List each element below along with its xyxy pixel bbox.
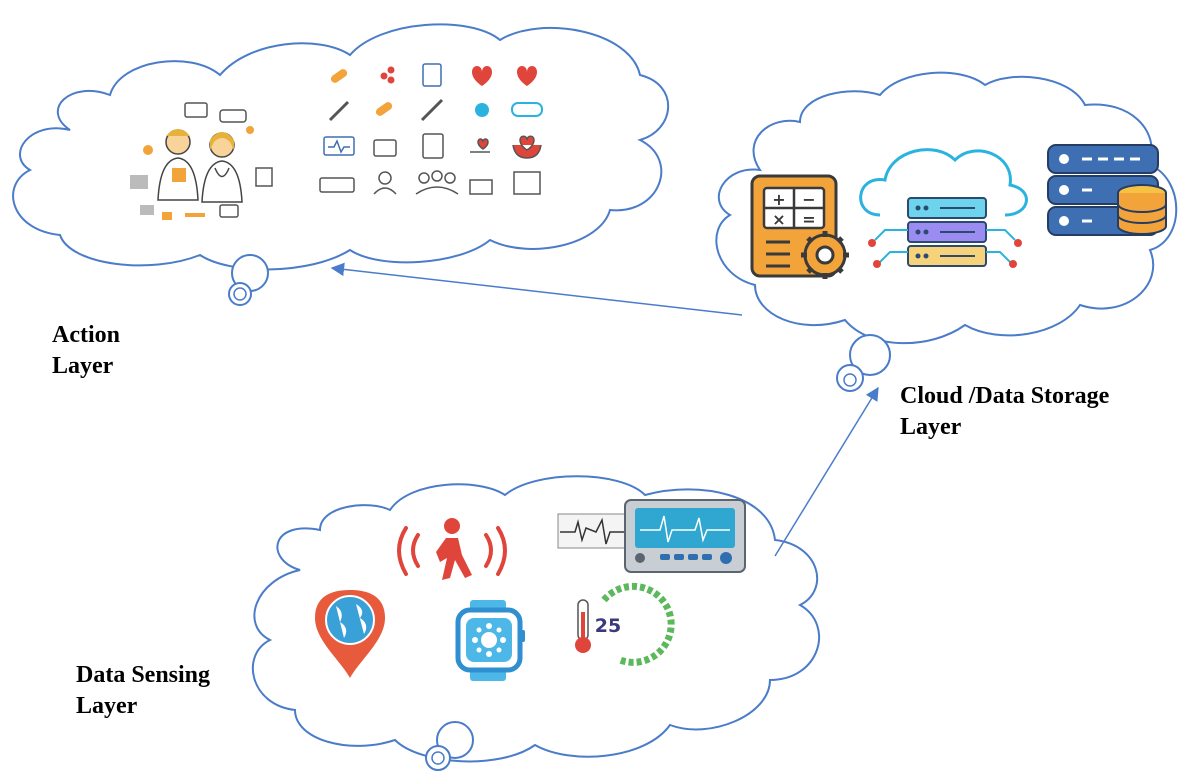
cloud-layer-label-line1: Cloud /Data Storage <box>900 383 1110 409</box>
calculator-gear-icon: + − × = <box>750 174 849 279</box>
action-layer-cloud <box>12 23 670 306</box>
heart-hand-icon <box>470 138 490 153</box>
temperature-value: 25 <box>595 615 621 637</box>
hospital-building-icon <box>513 171 541 195</box>
monitor-icon <box>323 136 355 156</box>
cloud-layer-label-line2: Layer <box>900 414 962 440</box>
heart-icon <box>517 66 537 86</box>
cloud-server-icon <box>859 148 1028 268</box>
capsule-icon-2 <box>375 102 393 116</box>
location-pin-icon <box>315 590 385 678</box>
thought-bubble-large <box>849 334 891 376</box>
thermometer-icon <box>420 98 444 122</box>
clipboard-icon <box>422 133 444 159</box>
clinic-icon <box>469 179 493 195</box>
doctors-icon <box>130 102 273 220</box>
action-layer-label: Action Layer <box>52 320 120 382</box>
cloud-layer-label: Cloud /Data Storage Layer <box>900 381 1109 443</box>
svg-text:−: − <box>802 190 815 209</box>
patients-group-icon <box>415 170 459 195</box>
first-aid-kit-icon <box>373 139 397 157</box>
ambulance-icon <box>319 177 355 193</box>
doctor-icon <box>378 171 392 185</box>
sensing-layer-label-line1: Data Sensing <box>76 662 211 688</box>
motion-sensor-icon <box>397 518 507 580</box>
pill-pack-icon <box>422 63 442 87</box>
heartbeat-icon <box>472 66 492 86</box>
syringe-icon <box>328 100 350 122</box>
action-layer-label-line1: Action <box>52 322 120 348</box>
virus-icon <box>475 103 489 117</box>
thermometer-gauge-icon: 25 <box>575 582 675 666</box>
capsule-icon <box>330 69 348 83</box>
svg-text:+: + <box>772 190 785 209</box>
arrow-cloud-to-action <box>330 262 743 316</box>
care-hands-icon <box>512 135 542 159</box>
svg-text:=: = <box>802 210 815 229</box>
ecg-monitor-icon <box>557 499 746 573</box>
action-layer-label-line2: Layer <box>52 353 114 379</box>
arrow-sensing-to-cloud <box>774 386 879 557</box>
mask-icon <box>511 102 543 117</box>
sensing-layer-label-line2: Layer <box>76 693 138 719</box>
svg-text:×: × <box>772 210 785 229</box>
sensing-layer-label: Data Sensing Layer <box>76 660 210 722</box>
pills-icon <box>380 66 395 84</box>
data-storage-icon <box>1047 144 1167 236</box>
medical-icon-grid <box>319 63 543 195</box>
smartwatch-icon <box>455 600 525 681</box>
